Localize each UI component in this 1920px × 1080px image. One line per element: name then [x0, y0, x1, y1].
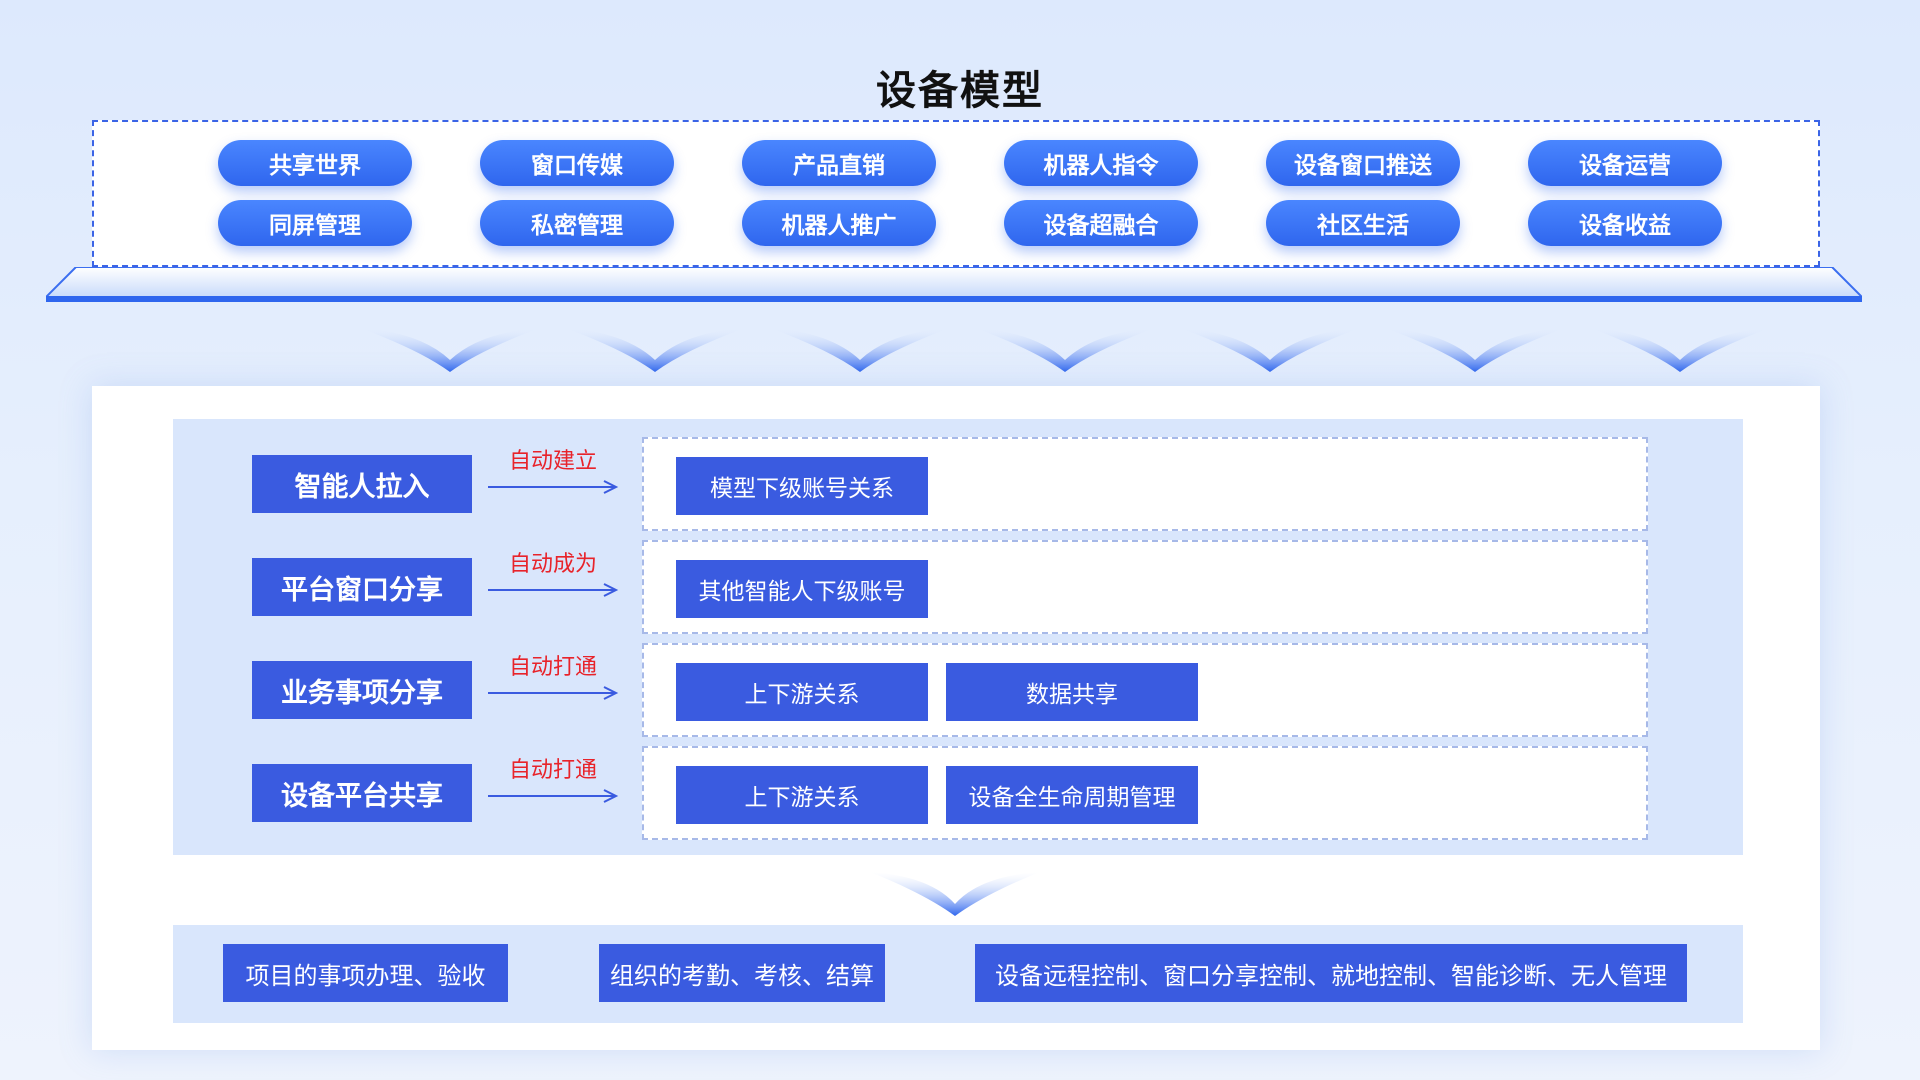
pill-direct-sales[interactable]: 产品直销 [742, 140, 936, 186]
result-chip[interactable]: 上下游关系 [676, 663, 928, 721]
result-box: 上下游关系 设备全生命周期管理 [642, 746, 1648, 840]
page-title: 设备模型 [876, 68, 1044, 114]
down-arrow-icon [870, 872, 1040, 916]
flow-arrows-row [360, 328, 1770, 372]
relation-row: 平台窗口分享 自动成为 其他智能人下级账号 [0, 540, 1920, 636]
outcome-chip[interactable]: 项目的事项办理、验收 [223, 944, 508, 1002]
result-chip[interactable]: 上下游关系 [676, 766, 928, 824]
result-chip[interactable]: 设备全生命周期管理 [946, 766, 1198, 824]
right-arrow-icon [488, 583, 619, 597]
down-arrow-icon [360, 328, 540, 372]
right-arrow-icon [488, 789, 619, 803]
pill-shared-world[interactable]: 共享世界 [218, 140, 412, 186]
pill-private-management[interactable]: 私密管理 [480, 200, 674, 246]
pill-device-window-push[interactable]: 设备窗口推送 [1266, 140, 1460, 186]
arrow-caption: 自动建立 [508, 449, 597, 474]
outcome-chip[interactable]: 设备远程控制、窗口分享控制、就地控制、智能诊断、无人管理 [975, 944, 1687, 1002]
pill-window-media[interactable]: 窗口传媒 [480, 140, 674, 186]
result-box: 其他智能人下级账号 [642, 540, 1648, 634]
down-arrow-icon [1590, 328, 1770, 372]
pill-device-operation[interactable]: 设备运营 [1528, 140, 1722, 186]
row-label[interactable]: 业务事项分享 [252, 661, 472, 719]
platform-base [46, 267, 1862, 302]
pill-community-life[interactable]: 社区生活 [1266, 200, 1460, 246]
down-arrow-icon [975, 328, 1155, 372]
relation-row: 智能人拉入 自动建立 模型下级账号关系 [0, 437, 1920, 533]
capability-pills: 共享世界 窗口传媒 产品直销 机器人指令 设备窗口推送 设备运营 同屏管理 私密… [218, 140, 1724, 246]
result-chip[interactable]: 其他智能人下级账号 [676, 560, 928, 618]
arrow-caption: 自动打通 [508, 655, 597, 680]
row-label[interactable]: 平台窗口分享 [252, 558, 472, 616]
down-arrow-icon [1385, 328, 1565, 372]
down-arrow-icon [1180, 328, 1360, 372]
pill-screen-management[interactable]: 同屏管理 [218, 200, 412, 246]
result-chip[interactable]: 数据共享 [946, 663, 1198, 721]
pill-robot-promotion[interactable]: 机器人推广 [742, 200, 936, 246]
pill-device-revenue[interactable]: 设备收益 [1528, 200, 1722, 246]
relation-row: 设备平台共享 自动打通 上下游关系 设备全生命周期管理 [0, 746, 1920, 842]
down-arrow-icon [565, 328, 745, 372]
row-label[interactable]: 智能人拉入 [252, 455, 472, 513]
right-arrow-icon [488, 686, 619, 700]
down-arrow-icon [770, 328, 950, 372]
pill-device-fusion[interactable]: 设备超融合 [1004, 200, 1198, 246]
outcome-chip[interactable]: 组织的考勤、考核、结算 [599, 944, 885, 1002]
outcome-panel: 项目的事项办理、验收 组织的考勤、考核、结算 设备远程控制、窗口分享控制、就地控… [173, 925, 1743, 1023]
result-chip[interactable]: 模型下级账号关系 [676, 457, 928, 515]
pill-robot-command[interactable]: 机器人指令 [1004, 140, 1198, 186]
row-label[interactable]: 设备平台共享 [252, 764, 472, 822]
result-box: 上下游关系 数据共享 [642, 643, 1648, 737]
arrow-caption: 自动成为 [508, 552, 597, 577]
result-box: 模型下级账号关系 [642, 437, 1648, 531]
right-arrow-icon [488, 480, 619, 494]
relation-row: 业务事项分享 自动打通 上下游关系 数据共享 [0, 643, 1920, 739]
arrow-caption: 自动打通 [508, 758, 597, 783]
